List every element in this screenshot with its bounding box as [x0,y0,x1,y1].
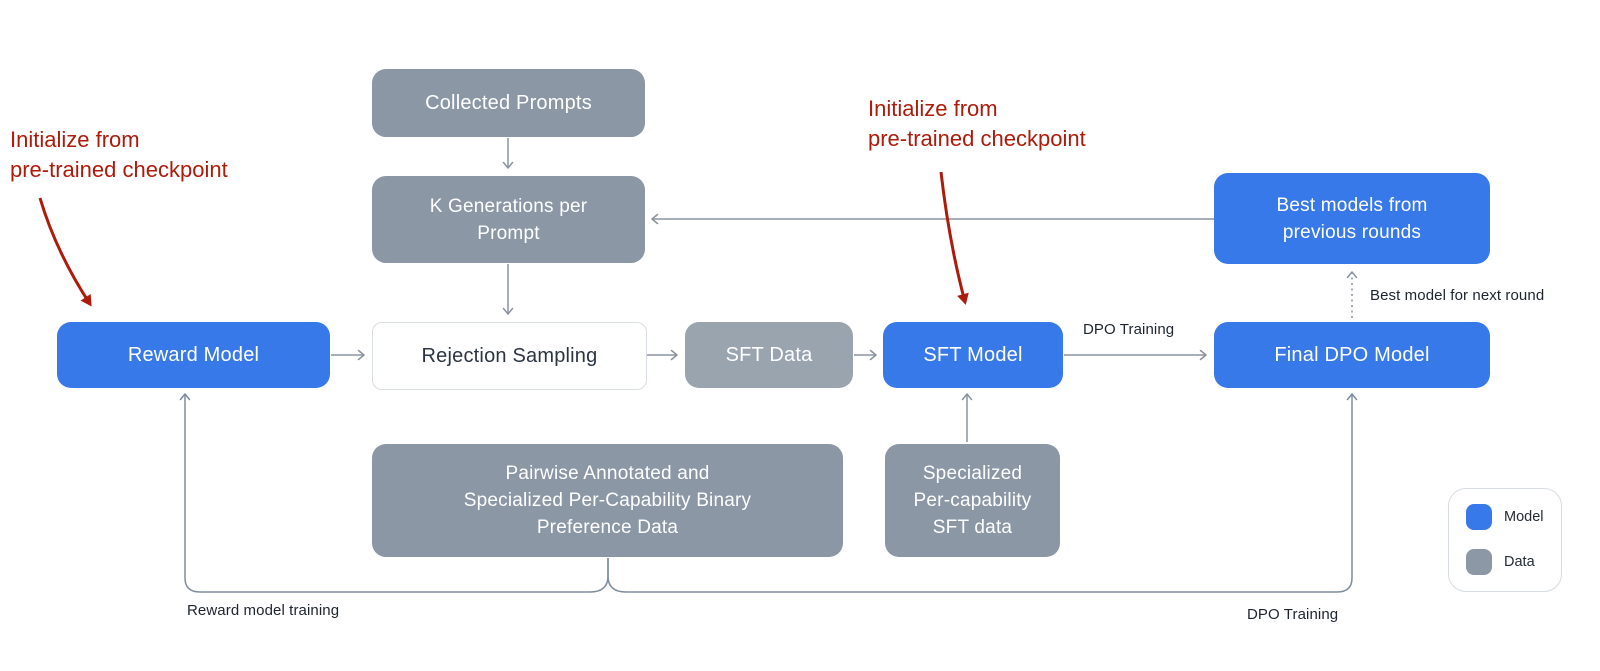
node-final-dpo-model: Final DPO Model [1214,322,1490,388]
node-label: Reward Model [127,343,260,366]
node-collected-prompts: Collected Prompts [372,69,645,137]
node-sft-data: SFT Data [685,322,853,388]
node-label: Best models from previous rounds [1276,194,1428,243]
node-label: Rejection Sampling [421,344,598,367]
legend-label: Data [1504,554,1535,570]
red-arrow-to-sft-model [939,171,969,305]
legend-label: Model [1504,509,1544,525]
node-reward-model: Reward Model [57,322,330,388]
red-arrow-to-reward-model [38,197,92,307]
node-label: Final DPO Model [1274,343,1430,366]
edge-label-best-model-next-round: Best model for next round [1370,287,1545,304]
node-sft-model: SFT Model [883,322,1063,388]
path-pairwise-to-finaldpo [607,393,1358,593]
node-label: SFT Model [923,343,1023,366]
annotation-initialize-checkpoint-right: Initialize from pre-trained checkpoint [868,96,1086,151]
legend-item-model: Model [1449,504,1561,530]
node-best-models-previous-rounds: Best models from previous rounds [1214,173,1490,264]
data-swatch-icon [1466,549,1492,575]
node-pairwise-preference-data: Pairwise Annotated and Specialized Per-C… [372,444,843,557]
legend: Model Data [1448,488,1562,592]
node-label: Specialized Per-capability SFT data [913,463,1032,538]
node-label: Collected Prompts [425,91,592,114]
annotation-initialize-checkpoint-left: Initialize from pre-trained checkpoint [10,127,228,182]
edge-label-reward-model-training: Reward model training [187,602,340,619]
edge-label-dpo-training-bottom: DPO Training [1247,606,1339,623]
node-rejection-sampling: Rejection Sampling [372,322,647,390]
node-label: SFT Data [725,343,813,366]
path-pairwise-to-reward [179,393,609,593]
edge-label-dpo-training-top: DPO Training [1083,321,1175,338]
model-swatch-icon [1466,504,1492,530]
node-specialized-sft-data: Specialized Per-capability SFT data [885,444,1060,557]
legend-item-data: Data [1449,549,1561,575]
node-label: K Generations per Prompt [429,195,588,244]
node-k-generations-per-prompt: K Generations per Prompt [372,176,645,263]
node-label: Pairwise Annotated and Specialized Per-C… [463,463,752,538]
